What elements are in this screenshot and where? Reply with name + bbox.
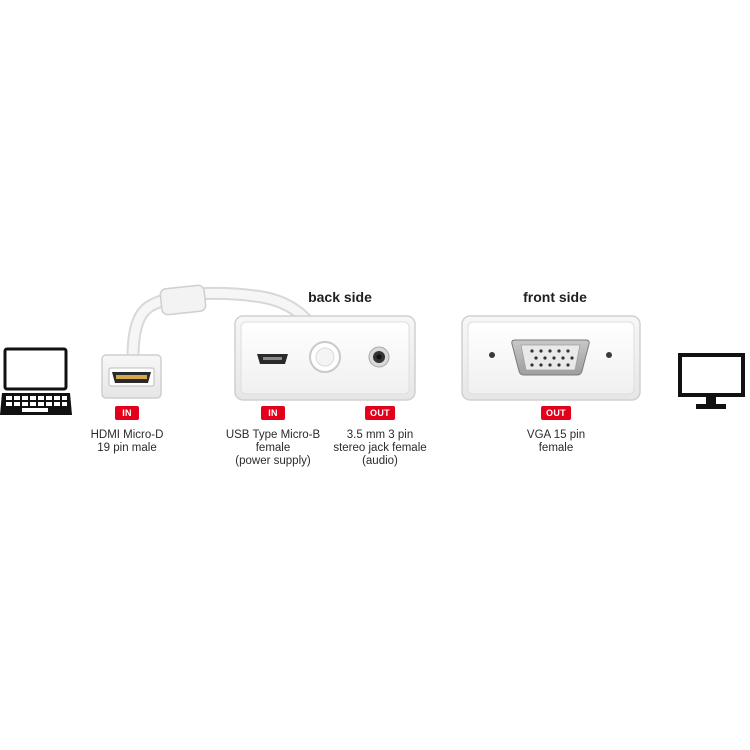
vga-caption: VGA 15 pin female	[527, 429, 585, 455]
front-side-heading: front side	[523, 289, 587, 305]
usb-caption-line-3: (power supply)	[235, 455, 311, 467]
audio-caption: 3.5 mm 3 pin stereo jack female (audio)	[333, 429, 426, 468]
laptop-icon	[0, 347, 72, 415]
back-side-device	[234, 315, 416, 401]
hdmi-in-badge: IN	[115, 406, 139, 420]
usb-micro-b-port	[257, 354, 288, 364]
hdmi-plug	[101, 354, 162, 399]
usb-caption-line-1: USB Type Micro-B	[225, 429, 321, 441]
front-side-device	[461, 315, 641, 401]
vga-out-badge: OUT	[541, 406, 571, 420]
cable	[126, 284, 329, 365]
hdmi-caption-line-2: 19 pin male	[97, 442, 157, 454]
audio-out-badge: OUT	[365, 406, 395, 420]
usb-caption: USB Type Micro-B female (power supply)	[226, 429, 320, 468]
audio-caption-line-3: (audio)	[362, 455, 398, 467]
back-side-heading: back side	[308, 289, 372, 305]
audio-caption-line-1: 3.5 mm 3 pin	[346, 429, 414, 441]
vga-port	[511, 339, 590, 376]
hdmi-caption-line-1: HDMI Micro-D	[90, 429, 164, 441]
monitor-icon	[678, 353, 745, 409]
vga-caption-line-1: VGA 15 pin	[526, 429, 586, 441]
vga-caption-line-2: female	[538, 442, 574, 454]
audio-jack-port	[368, 346, 390, 368]
audio-caption-line-2: stereo jack female	[333, 442, 427, 454]
hdmi-caption: HDMI Micro-D 19 pin male	[91, 429, 164, 455]
usb-caption-line-2: female	[255, 442, 291, 454]
usb-in-badge: IN	[261, 406, 285, 420]
